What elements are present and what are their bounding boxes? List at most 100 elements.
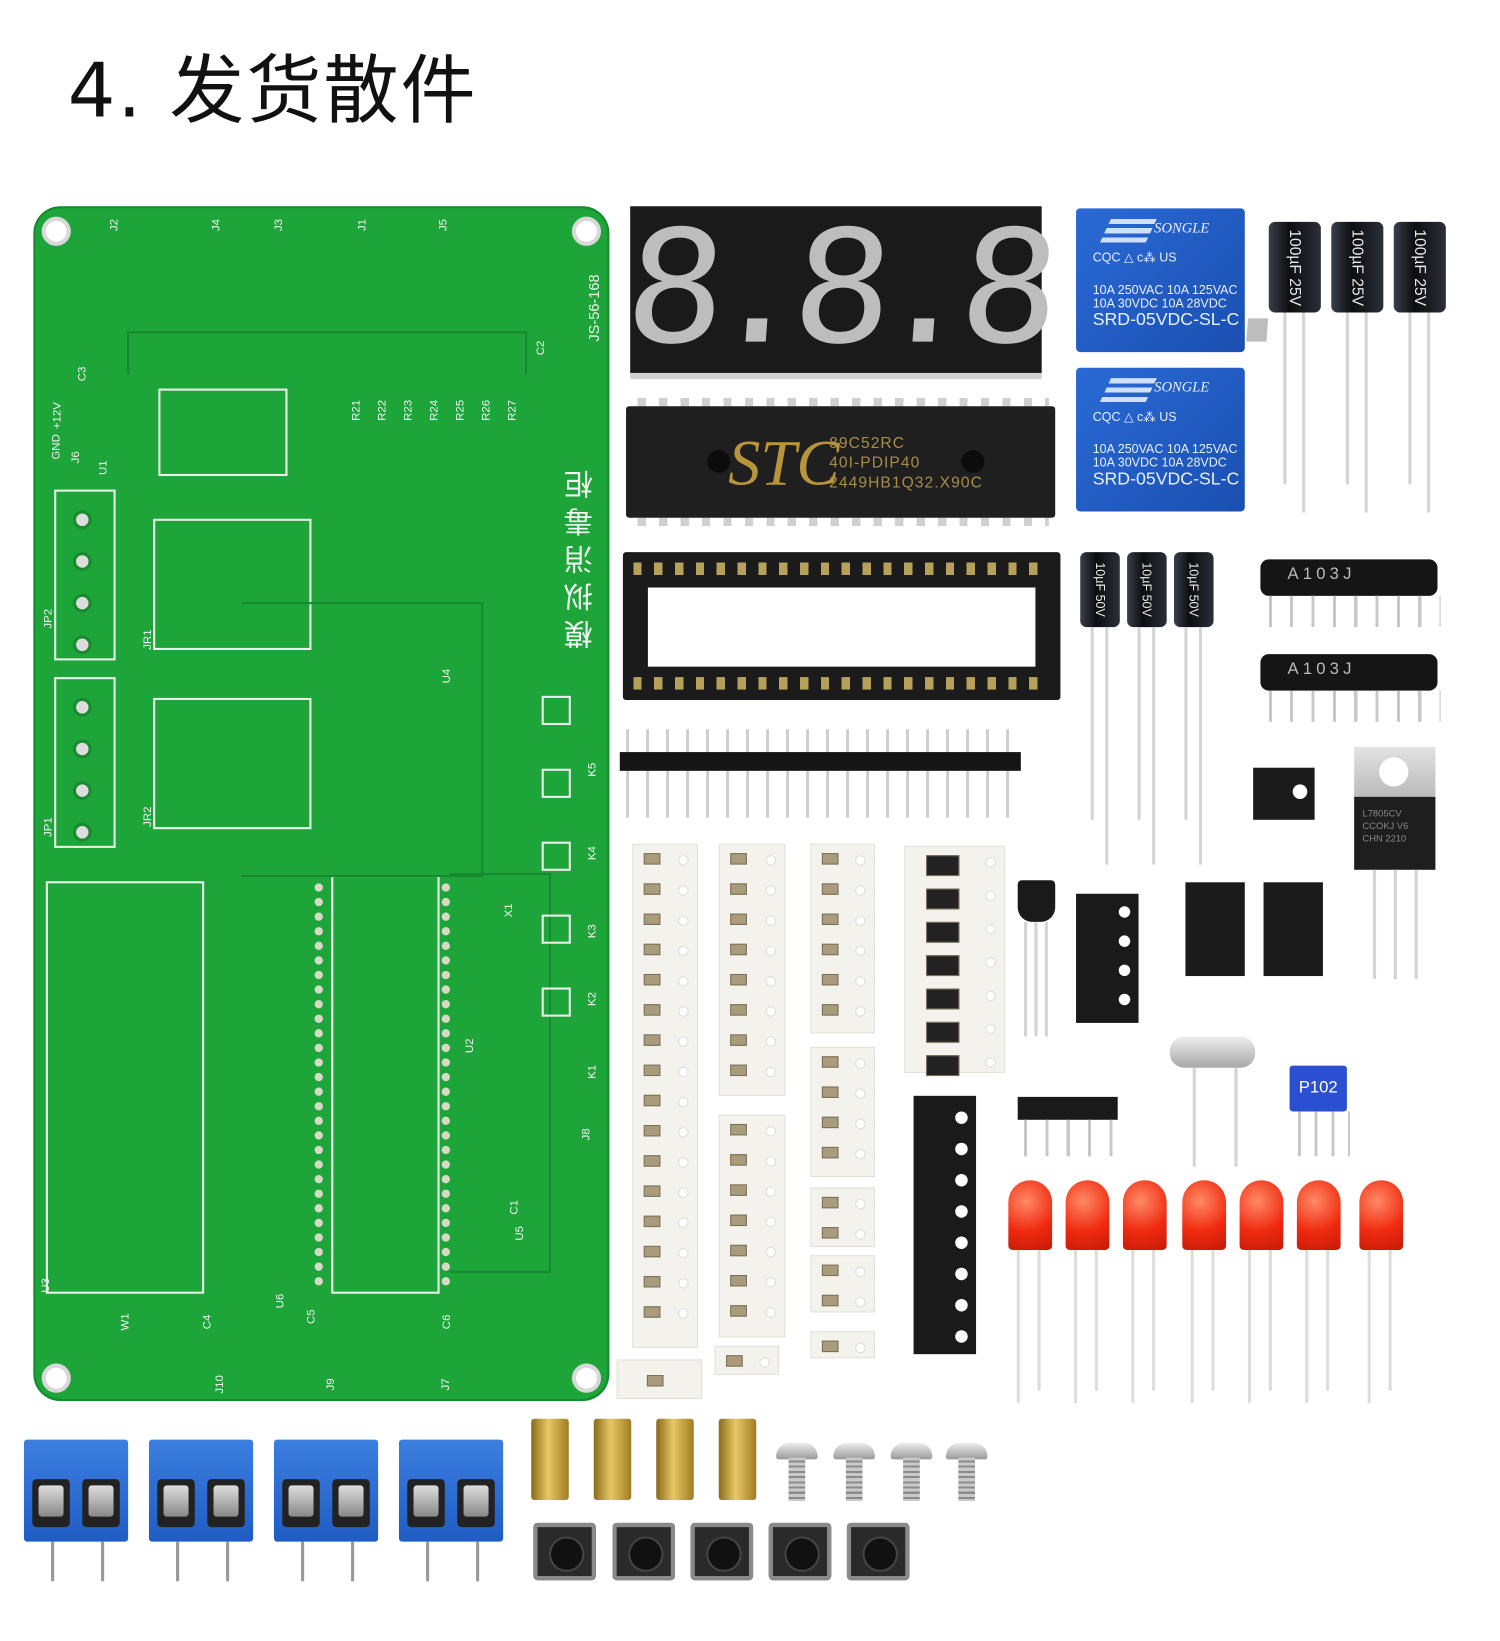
pad bbox=[441, 1189, 451, 1198]
lead bbox=[1345, 312, 1349, 485]
tape-hole bbox=[855, 1058, 866, 1069]
regulator-outline bbox=[158, 388, 288, 477]
potentiometer: P102 bbox=[1289, 1065, 1347, 1112]
button-cap bbox=[628, 1536, 664, 1572]
relay-cert: CQC △ c⁂ US bbox=[1092, 250, 1177, 265]
tape-hole bbox=[855, 1229, 866, 1240]
jp1-outline bbox=[54, 677, 116, 848]
pad bbox=[314, 1247, 323, 1257]
tape-hole bbox=[678, 1217, 689, 1229]
led-red bbox=[1359, 1180, 1404, 1251]
lead bbox=[1198, 627, 1203, 865]
tape-hole bbox=[765, 1006, 777, 1017]
resistor-network-label: A103J bbox=[1287, 565, 1356, 584]
lead bbox=[1414, 869, 1418, 980]
tape-hole bbox=[678, 1066, 689, 1078]
smd-part bbox=[643, 1306, 661, 1318]
tape-hole bbox=[855, 945, 866, 957]
pad bbox=[314, 956, 323, 965]
capacitor-10uf: 10µF 50V bbox=[1173, 552, 1214, 628]
led-red bbox=[1182, 1180, 1227, 1251]
tape-hole bbox=[765, 1277, 777, 1288]
terminal-pad bbox=[72, 593, 92, 613]
mcu-brand: STC bbox=[728, 428, 840, 499]
capacitor-10uf: 10µF 50V bbox=[1080, 552, 1120, 628]
button-cap bbox=[862, 1536, 898, 1572]
tactile-button bbox=[768, 1522, 832, 1581]
smd-part bbox=[643, 1276, 661, 1288]
pad bbox=[314, 1175, 323, 1184]
lead bbox=[1152, 1250, 1156, 1391]
silk-label: R27 bbox=[506, 399, 519, 421]
trace bbox=[450, 872, 552, 1273]
tape-hole bbox=[678, 976, 689, 987]
pin-header bbox=[619, 729, 1022, 818]
pad bbox=[441, 956, 451, 965]
pad bbox=[441, 1145, 451, 1155]
tape-hole bbox=[955, 1173, 968, 1187]
relay-cert: CQC △ c⁂ US bbox=[1092, 409, 1177, 424]
tape-hole bbox=[985, 857, 996, 868]
pad bbox=[314, 1116, 323, 1126]
lead bbox=[1105, 627, 1109, 865]
button-cap bbox=[784, 1536, 820, 1572]
tape-hole bbox=[1118, 935, 1131, 947]
relay-model: SRD-05VDC-SL-C bbox=[1092, 468, 1240, 489]
terminal-pad bbox=[72, 739, 92, 759]
screw-shaft bbox=[903, 1457, 920, 1502]
lead bbox=[1388, 1250, 1392, 1391]
pad bbox=[314, 897, 323, 907]
tape-hole bbox=[765, 1216, 777, 1228]
tape-hole bbox=[678, 1127, 689, 1138]
silk-label: K5 bbox=[586, 762, 599, 777]
silk-label: J6 bbox=[69, 451, 83, 464]
button-footprint bbox=[541, 841, 571, 871]
tape-hole bbox=[765, 1246, 777, 1258]
silk-label: R23 bbox=[402, 399, 415, 421]
songle-logo-icon bbox=[1099, 218, 1157, 244]
tape-hole bbox=[855, 1148, 866, 1160]
smd-part bbox=[643, 1094, 661, 1107]
tape-hole bbox=[855, 1118, 866, 1130]
lead bbox=[1305, 1250, 1309, 1404]
sot-tape bbox=[1076, 893, 1139, 1023]
pad bbox=[314, 1043, 323, 1053]
page-title: 4. 发货散件 bbox=[67, 46, 478, 135]
smd-part bbox=[730, 1154, 747, 1166]
silk-label: J10 bbox=[213, 1375, 226, 1394]
pad bbox=[441, 1204, 451, 1213]
silk-label: K3 bbox=[586, 924, 599, 939]
led-red bbox=[1008, 1180, 1053, 1251]
smd-part bbox=[730, 913, 747, 926]
lead bbox=[476, 1541, 480, 1582]
socket-contacts bbox=[633, 677, 1051, 690]
silk-label: J9 bbox=[324, 1378, 338, 1391]
pad bbox=[314, 1058, 323, 1067]
smd-part bbox=[821, 1294, 839, 1307]
smd-tape bbox=[810, 1187, 876, 1247]
silk-label: X1 bbox=[502, 903, 516, 918]
pad bbox=[314, 883, 323, 892]
tape-hole bbox=[678, 855, 689, 866]
tape-hole bbox=[765, 1066, 777, 1078]
capacitor-label: 10µF 50V bbox=[1139, 562, 1155, 617]
brass-standoff bbox=[593, 1418, 632, 1501]
smd-part bbox=[643, 973, 661, 986]
pad bbox=[441, 1029, 451, 1038]
screw-shaft bbox=[845, 1457, 863, 1502]
smd-part bbox=[643, 1064, 661, 1077]
led-lens bbox=[1359, 1180, 1404, 1251]
smd-part bbox=[821, 1340, 839, 1353]
pad bbox=[314, 985, 323, 994]
tape-hole bbox=[678, 1247, 689, 1259]
pcb-name-label: 模拟消毒柜 bbox=[563, 461, 596, 649]
pad bbox=[314, 1160, 323, 1169]
smd-part bbox=[730, 943, 747, 956]
tape-hole bbox=[678, 1308, 689, 1319]
mcu-package: 40I-PDIP40 bbox=[829, 454, 921, 472]
silk-label: C6 bbox=[440, 1314, 454, 1330]
button-footprint bbox=[541, 768, 571, 798]
silk-label: R25 bbox=[454, 399, 467, 421]
